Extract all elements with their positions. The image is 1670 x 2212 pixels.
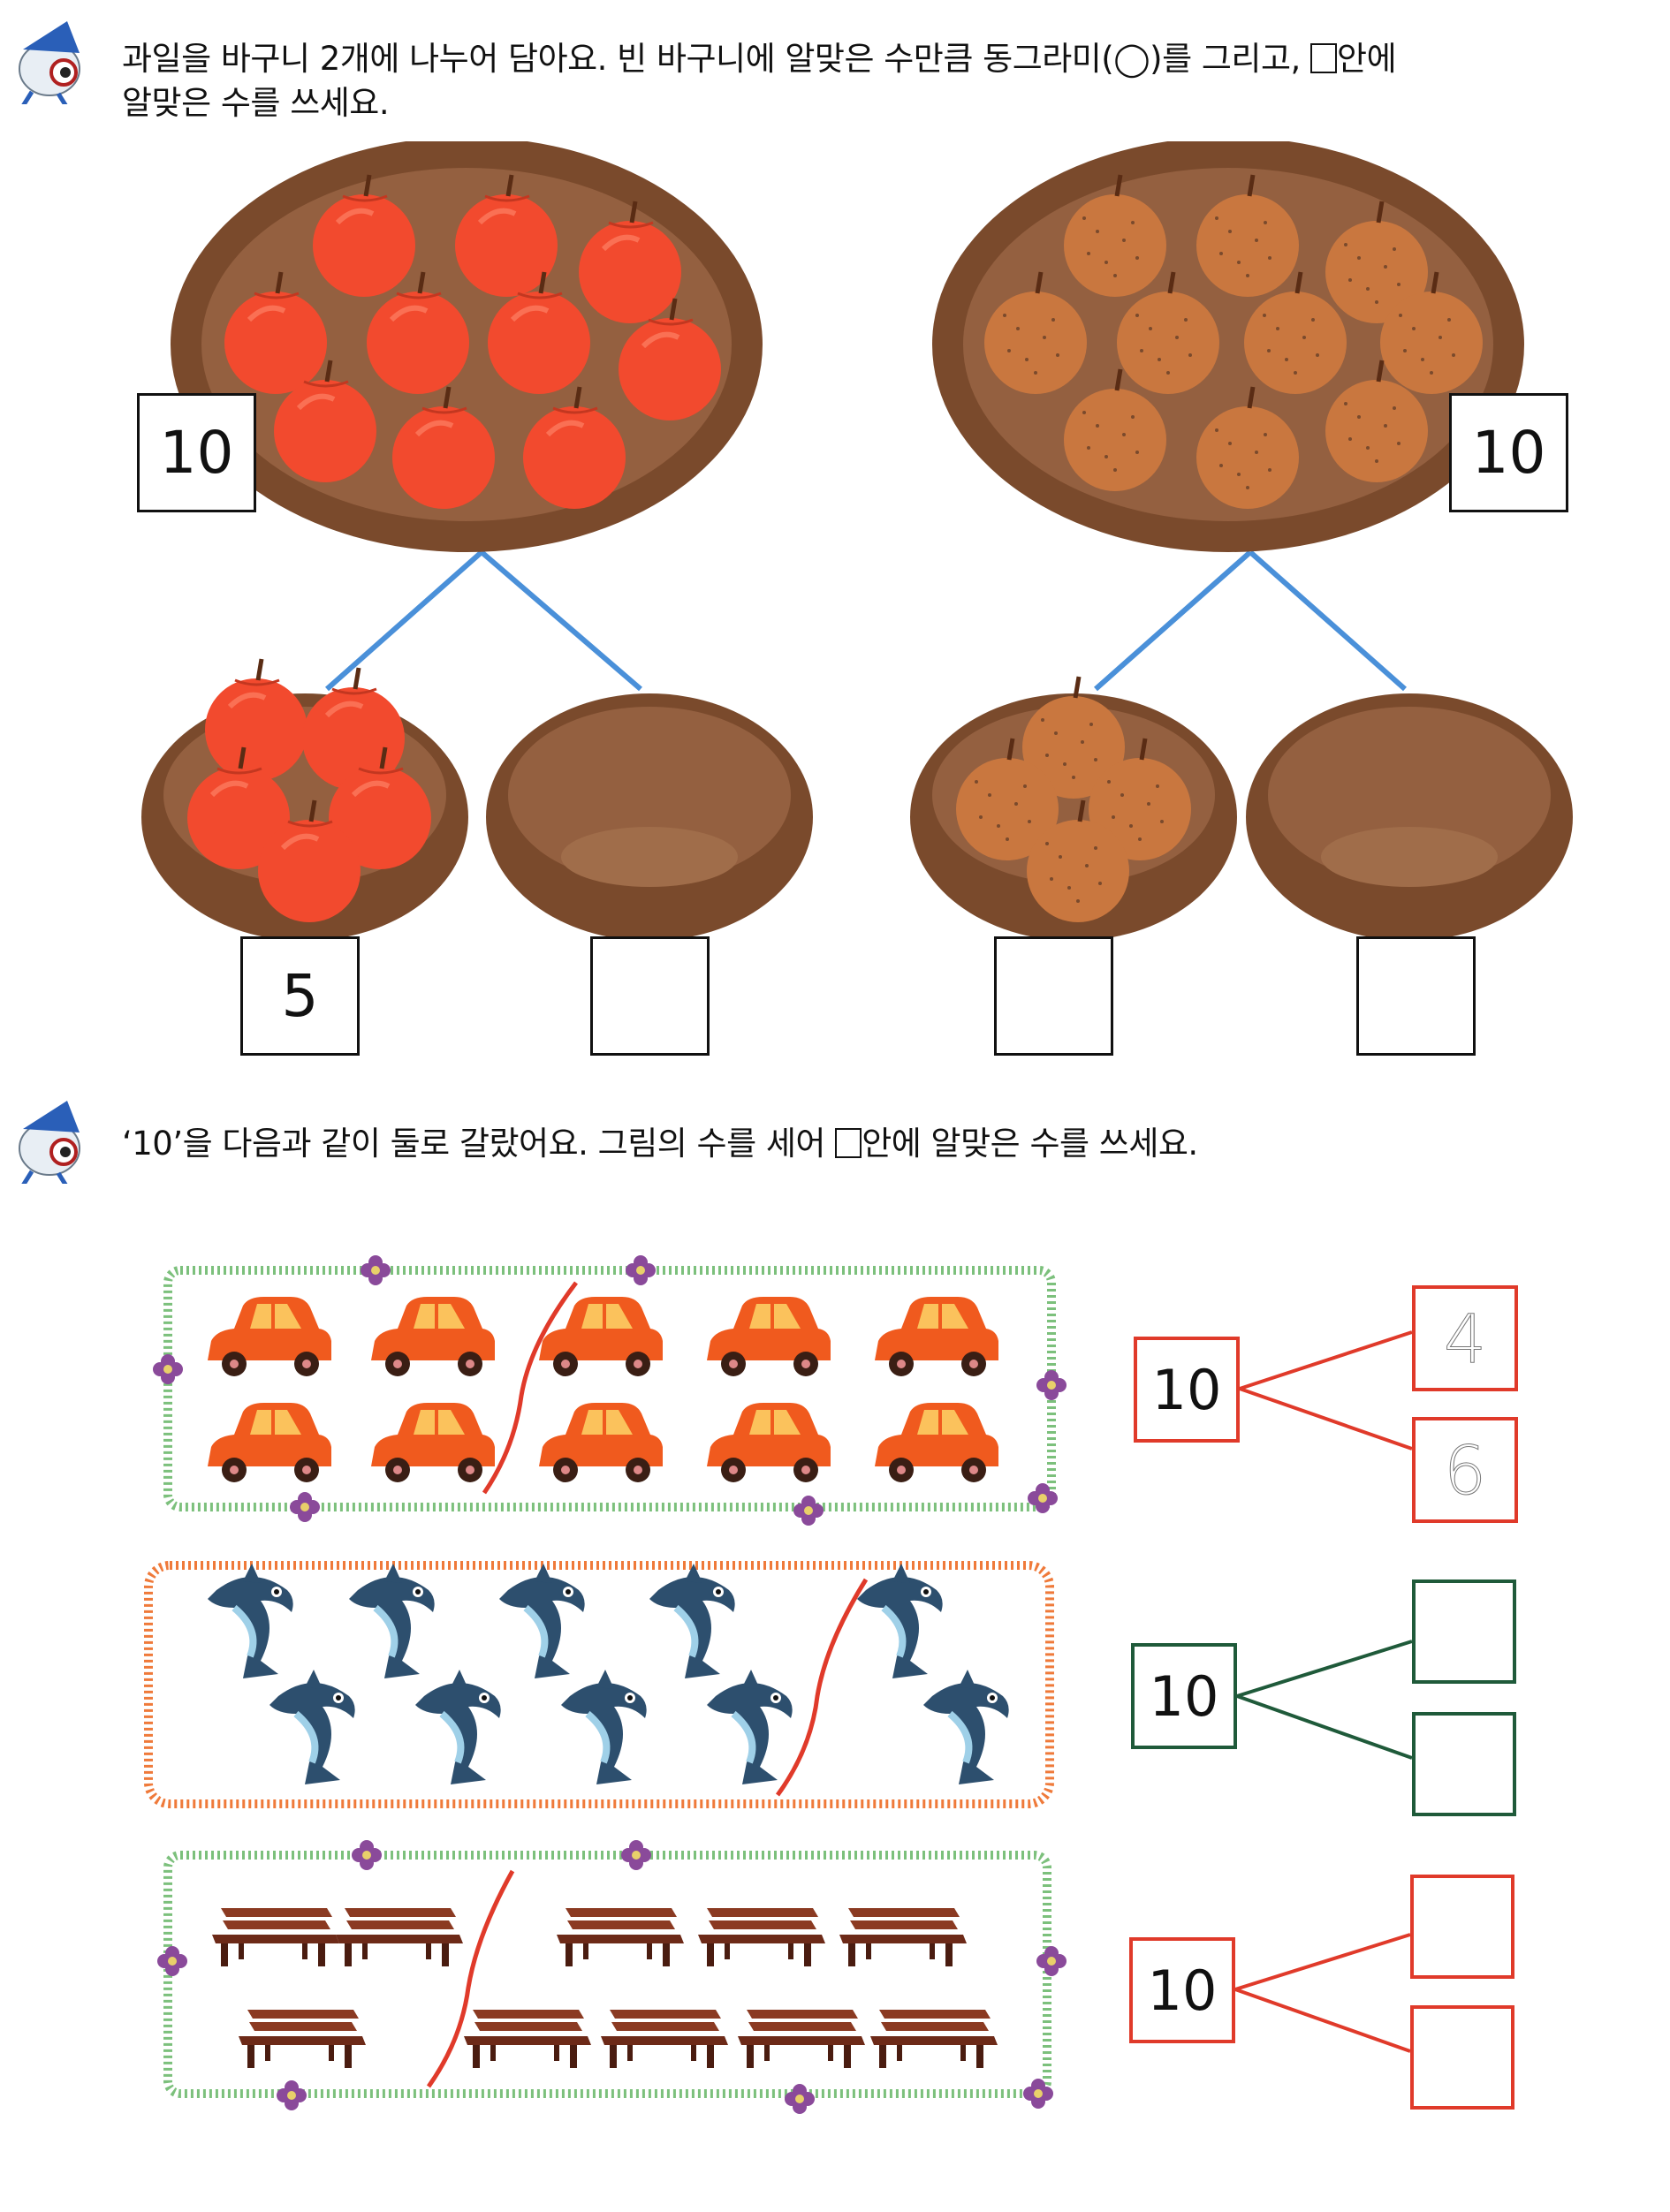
instruction-text: ‘10’을 다음과 같이 둘로 갈랐어요. 그림의 수를 세어 [122,1125,825,1163]
problem1-instruction: 과일을 바구니 2개에 나누어 담아요. 빈 바구니에 알맞은 수만큼 동그라미… [122,37,1642,125]
instruction-text: 안에 [1337,40,1397,78]
flower-icon [153,1255,1067,1526]
mascot-character-icon [5,16,94,104]
dolphin-icon [208,1564,1009,1784]
answer-box-dolphins-bottom[interactable] [1412,1712,1516,1816]
bond-part-bottom-cars[interactable]: 6 [1412,1417,1518,1523]
problem2-instruction: ‘10’을 다음과 같이 둘로 갈랐어요. 그림의 수를 세어 안에 알맞은 수… [122,1122,1642,1166]
bond-total-box-benches: 10 [1129,1937,1235,2043]
connector-line [325,549,483,692]
connector-line [480,549,642,692]
bond-part-top-cars[interactable]: 4 [1412,1285,1518,1391]
connector-line [1094,549,1252,692]
answer-box-apple-blank[interactable] [590,936,710,1056]
problem2-illustration [144,1255,1413,2114]
basket-icon [486,693,813,941]
answer-box-pear-part-b[interactable] [1356,936,1476,1056]
split-line [775,1578,869,1797]
picture-frame [163,1851,1051,2098]
answer-box-benches-bottom[interactable] [1410,2005,1514,2110]
answer-box-dolphins-top[interactable] [1412,1579,1516,1684]
connector-line [1249,549,1407,692]
bench-icon [212,1908,998,2068]
picture-frame [144,1561,1054,1808]
flower-icon [157,1840,1067,2114]
basket-icon [1246,693,1573,941]
mascot-character-icon [5,1095,94,1184]
bond-total-box-cars: 10 [1134,1337,1240,1443]
bond-line [1236,1694,1413,1760]
instruction-text: 알맞은 수를 쓰세요. [122,84,390,122]
instruction-text: 과일을 바구니 2개에 나누어 담아요. 빈 바구니에 알맞은 수만큼 동그라미… [122,40,1301,78]
apple-total-box: 10 [137,393,256,512]
traced-number: 4 [1443,1299,1487,1378]
bond-line [1236,1640,1413,1698]
bond-line [1234,1933,1411,1991]
apple-part-box: 5 [240,936,360,1056]
split-line [482,1281,578,1495]
answer-box-pear-part-a[interactable] [994,936,1113,1056]
answer-box-benches-top[interactable] [1410,1875,1514,1979]
bond-line [1239,1330,1413,1390]
instruction-text: 안에 알맞은 수를 쓰세요. [862,1125,1198,1163]
traced-number: 6 [1443,1430,1487,1510]
blank-square-symbol [1310,43,1338,73]
bond-line [1234,1988,1411,2053]
bond-line [1239,1387,1413,1451]
bond-total-box-dolphins: 10 [1131,1643,1237,1749]
pear-total-box: 10 [1449,393,1568,512]
problem1-illustration [141,141,1573,941]
car-icon [206,1295,1000,1484]
blank-square-symbol [835,1128,862,1158]
split-line [426,1869,515,2088]
